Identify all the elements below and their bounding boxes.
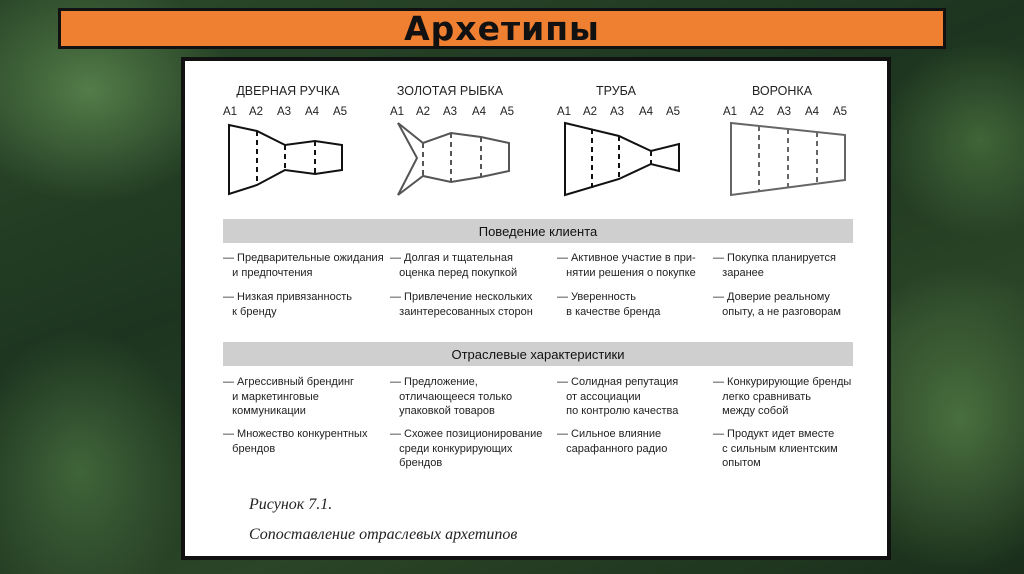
behavior-item: — Низкая привязанность к бренду	[223, 290, 352, 319]
behavior-item: — Покупка планируется заранее	[713, 251, 836, 280]
goldfish-shape	[398, 123, 509, 195]
section-header-industry-characteristics: Отраслевые характеристики	[223, 342, 853, 366]
slide-title: Архетипы	[404, 9, 600, 48]
section-header-customer-behavior: Поведение клиента	[223, 219, 853, 243]
industry-item: — Сильное влияние сарафанного радио	[557, 427, 667, 456]
industry-item: — Схожее позиционирование среди конкурир…	[390, 427, 542, 471]
industry-item: — Агрессивный брендинг и маркетинговые к…	[223, 375, 354, 419]
figure-caption-text: Сопоставление отраслевых архетипов	[249, 526, 517, 544]
figure-caption-number: Рисунок 7.1.	[249, 496, 332, 514]
doorknob-shape	[229, 125, 342, 194]
behavior-item: — Доверие реальному опыту, а не разговор…	[713, 290, 841, 319]
figure-panel: ДВЕРНАЯ РУЧКА ЗОЛОТАЯ РЫБКА ТРУБА ВОРОНК…	[181, 57, 891, 560]
industry-item: — Конкурирующие бренды легко сравнивать …	[713, 375, 851, 419]
industry-item: — Солидная репутация от ассоциации по ко…	[557, 375, 678, 419]
funnel-shape	[731, 123, 845, 195]
behavior-item: — Привлечение нескольких заинтересованны…	[390, 290, 533, 319]
industry-item: — Предложение, отличающееся только упако…	[390, 375, 512, 419]
pipe-shape	[565, 123, 679, 195]
behavior-item: — Уверенность в качестве бренда	[557, 290, 660, 319]
behavior-item: — Долгая и тщательная оценка перед покуп…	[390, 251, 517, 280]
slide-title-bar: Архетипы	[58, 8, 946, 49]
industry-item: — Множество конкурентных брендов	[223, 427, 367, 456]
behavior-item: — Активное участие в при- нятии решения …	[557, 251, 696, 280]
behavior-item: — Предварительные ожидания и предпочтени…	[223, 251, 384, 280]
archetype-shapes	[185, 61, 887, 211]
industry-item: — Продукт идет вместе с сильным клиентск…	[713, 427, 838, 471]
